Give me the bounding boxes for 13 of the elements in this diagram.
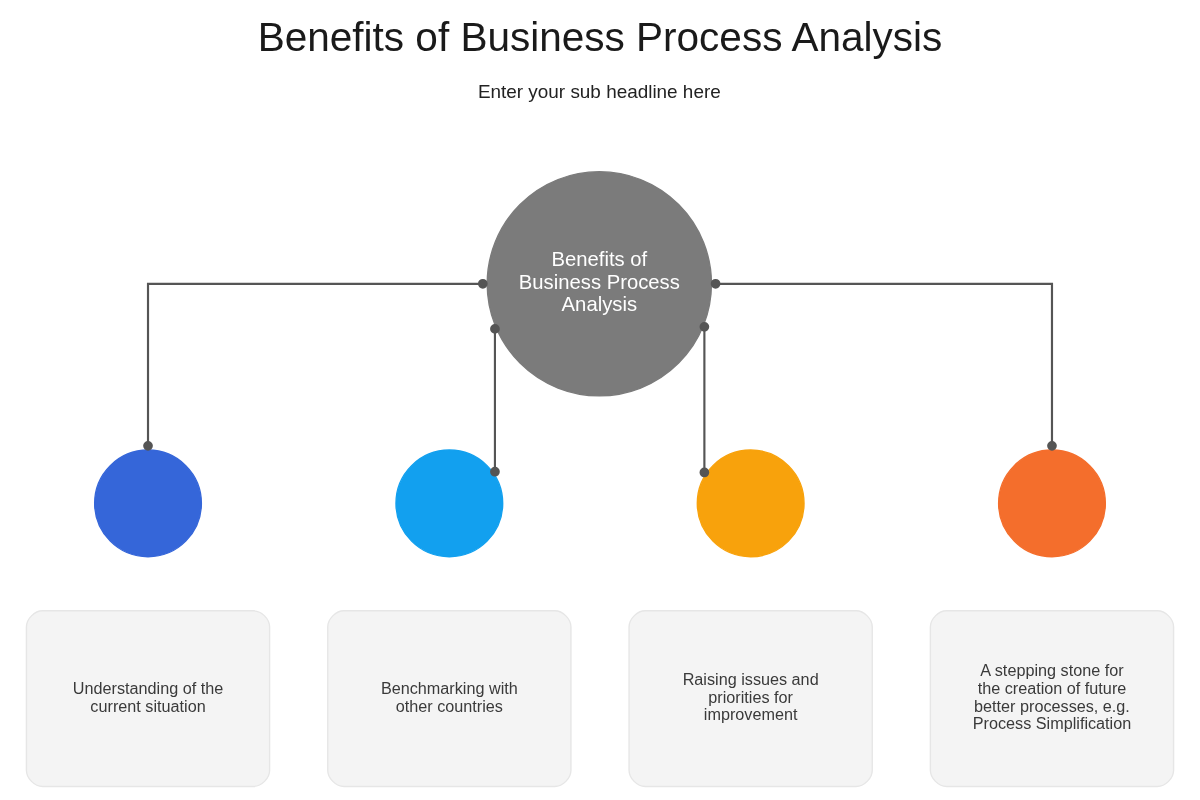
label: Enter your sub headline here <box>477 81 721 103</box>
connector <box>710 278 1057 451</box>
node-box: Raising issues and priorities for improvement <box>628 610 873 788</box>
node-circle <box>93 449 203 558</box>
node-box: Benchmarking with other countries <box>327 610 572 788</box>
node-circle <box>395 449 504 558</box>
connector <box>143 278 488 451</box>
node-box: Understanding of the current situation <box>25 610 271 788</box>
node-box: A stepping stone for the creation of future better processes, e.g. Process Simplification <box>929 610 1175 788</box>
node-circle <box>997 449 1107 558</box>
connector <box>699 321 710 478</box>
diagram-title: Benefits of Business Process Analysis <box>257 14 943 61</box>
connector <box>490 324 500 477</box>
